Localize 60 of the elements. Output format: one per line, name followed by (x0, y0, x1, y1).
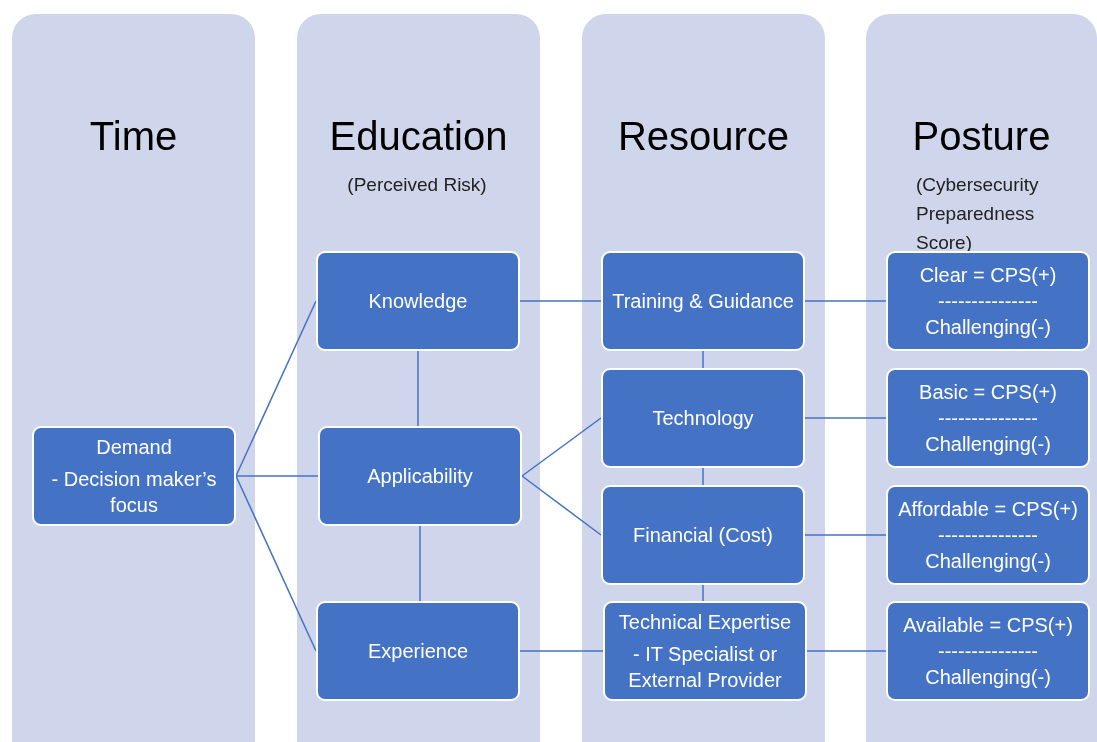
connector-line (417, 350, 419, 427)
box-text: Financial (Cost) (632, 523, 773, 548)
box-text: Training & Guidance (612, 289, 794, 314)
connector-line (702, 350, 704, 369)
box-text: Applicability (367, 464, 473, 489)
connector-line (804, 534, 887, 536)
box-text: Challenging(-) (925, 549, 1051, 574)
connector-line (806, 650, 887, 652)
connector-line (804, 300, 887, 302)
connector-line (235, 300, 317, 477)
box-text: - IT Specialist or External Provider (627, 642, 783, 693)
column-band (582, 14, 825, 742)
connector-line (235, 475, 317, 652)
column-band (297, 14, 540, 742)
connector-line (519, 650, 604, 652)
column-band (866, 14, 1097, 742)
column-heading: Education (328, 113, 509, 160)
process-box (886, 485, 1090, 585)
box-text: Challenging(-) (925, 665, 1051, 690)
box-text: Technical Expertise (618, 610, 792, 635)
process-box (886, 601, 1090, 701)
box-text: Experience (367, 639, 469, 664)
process-box (32, 426, 236, 526)
process-box (603, 601, 807, 701)
connector-line (235, 475, 319, 477)
column-heading: Resource (616, 113, 791, 160)
column-subtitle: (Perceived Risk) (346, 173, 488, 197)
box-text: Basic = CPS(+) (919, 380, 1057, 405)
process-box (601, 485, 805, 585)
column-subtitle: (Cybersecurity Preparedness Score) (916, 173, 1040, 255)
connector-line (521, 417, 602, 477)
connector-line (521, 475, 602, 536)
box-text: Affordable = CPS(+) (898, 497, 1078, 522)
box-text: --------------- (938, 289, 1038, 314)
box-text: Challenging(-) (925, 432, 1051, 457)
process-box (601, 368, 805, 468)
box-text: Technology (652, 406, 754, 431)
connector-line (419, 525, 421, 602)
box-text: --------------- (938, 406, 1038, 431)
connector-line (702, 584, 704, 602)
process-box (886, 368, 1090, 468)
column-heading: Time (88, 113, 179, 160)
process-box (316, 251, 520, 351)
box-text: --------------- (938, 639, 1038, 664)
connector-line (702, 467, 704, 486)
process-box (886, 251, 1090, 351)
box-text: Available = CPS(+) (903, 613, 1073, 638)
column-band (12, 14, 255, 742)
process-box (318, 426, 522, 526)
column-heading: Posture (911, 113, 1052, 160)
process-box (601, 251, 805, 351)
connector-line (804, 417, 887, 419)
connector-line (519, 300, 602, 302)
process-box (316, 601, 520, 701)
box-text: --------------- (938, 523, 1038, 548)
box-text: Knowledge (368, 289, 468, 314)
box-text: Challenging(-) (925, 315, 1051, 340)
box-text: - Decision maker’s focus (50, 467, 218, 518)
box-text: Clear = CPS(+) (919, 263, 1057, 288)
box-text: Demand (96, 435, 172, 460)
